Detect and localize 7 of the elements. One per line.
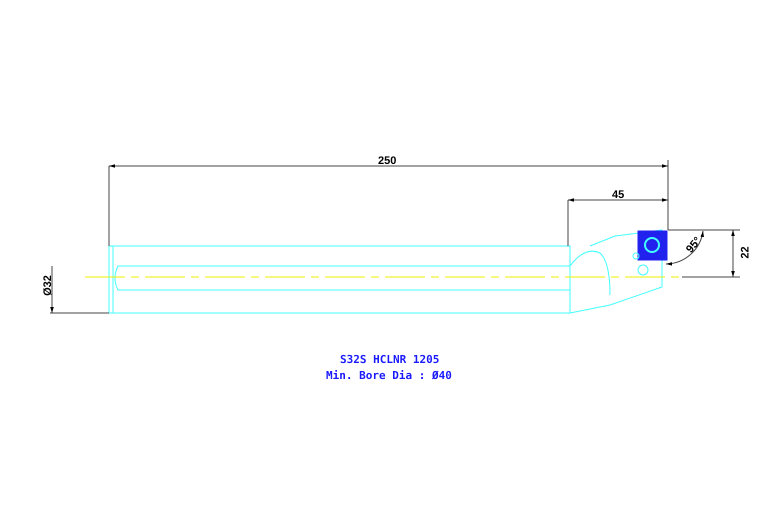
dimension-label: 45 xyxy=(612,190,624,201)
dimension-label: 250 xyxy=(378,156,396,167)
bore-note: Min. Bore Dia : Ø40 xyxy=(326,370,452,381)
tool-designation: S32S HCLNR 1205 xyxy=(340,354,440,365)
dimension-label: Ø32 xyxy=(42,275,54,296)
dimension-label: 22 xyxy=(740,246,752,259)
angle-label: 95° xyxy=(684,236,704,256)
